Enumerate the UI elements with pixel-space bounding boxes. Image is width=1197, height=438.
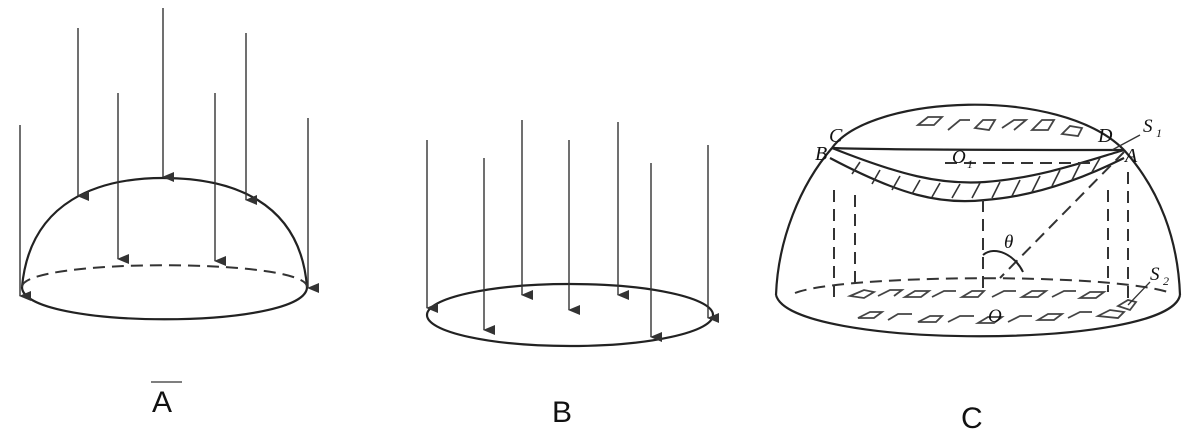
panel-a-parallel-rays <box>19 8 319 301</box>
label-point-o1: O <box>952 147 966 168</box>
label-s1: S <box>1143 116 1153 137</box>
label-point-o: O <box>988 306 1002 327</box>
label-s2-subscript: 2 <box>1163 274 1169 288</box>
label-s1-subscript: 1 <box>1156 126 1162 140</box>
panel-a-hemisphere-diagram: A <box>19 8 319 419</box>
label-point-d: D <box>1097 125 1113 147</box>
theta-angle-arc <box>982 250 1024 273</box>
caption-a: A <box>152 386 172 419</box>
bowl-top-arc <box>831 103 1125 151</box>
panel-c-bowl-diagram: C B D A O 1 O θ S 1 S 2 C <box>774 103 1182 435</box>
s1-pointer-line <box>1111 134 1141 151</box>
bowl-right-side <box>1123 149 1182 296</box>
panel-b-parallel-rays <box>426 120 719 342</box>
label-s2: S <box>1150 264 1160 285</box>
label-point-c: C <box>829 125 843 147</box>
caption-b: B <box>552 396 572 429</box>
label-point-b: B <box>815 143 827 165</box>
water-surface-hatching <box>851 157 1101 199</box>
label-angle-theta: θ <box>1004 232 1013 253</box>
s2-pointer-line <box>1127 281 1151 306</box>
caption-c: C <box>961 402 983 435</box>
hemisphere-base-front-edge <box>20 286 309 321</box>
disk-ellipse <box>425 282 715 348</box>
radius-dashed-line <box>999 151 1125 279</box>
bowl-bottom-edge <box>774 294 1182 338</box>
bottom-surface-hatching <box>846 289 1138 324</box>
label-point-a: A <box>1123 145 1138 167</box>
top-surface-hatching <box>915 116 1084 137</box>
water-surface-curve-lower <box>829 157 1125 203</box>
label-point-o1-subscript: 1 <box>967 157 973 171</box>
hemisphere-base-back-edge <box>21 264 308 288</box>
bowl-left-side <box>774 147 833 296</box>
panel-b-disk-diagram: B <box>425 120 719 429</box>
base-dashed-ellipse-back <box>794 277 1169 294</box>
water-surface-back <box>831 146 1125 152</box>
water-surface-curve-upper <box>831 146 1125 184</box>
